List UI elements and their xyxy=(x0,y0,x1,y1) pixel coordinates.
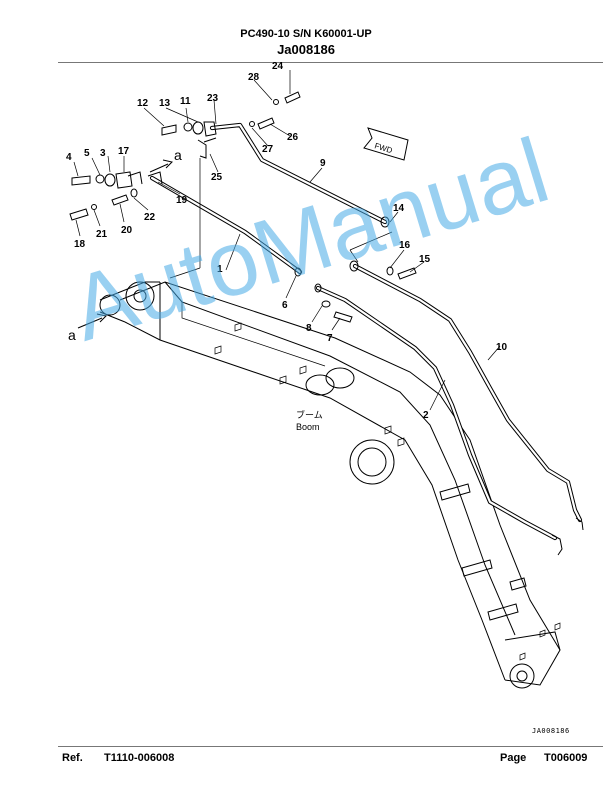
boom-label-en: Boom xyxy=(296,422,320,432)
callout-17: 17 xyxy=(118,146,130,157)
header-title: PC490-10 S/N K60001-UP xyxy=(240,28,372,40)
pipe-9 xyxy=(209,122,388,225)
footer-ref-value: T1110-006008 xyxy=(104,752,175,764)
callout-21: 21 xyxy=(96,229,108,240)
header-code: Ja008186 xyxy=(277,42,335,57)
footer-page-value: T006009 xyxy=(544,752,588,764)
pipe-1 xyxy=(149,175,303,275)
drawing-code: JA008186 xyxy=(532,727,570,735)
fwd-label: FWD xyxy=(373,141,393,155)
callout-24: 24 xyxy=(272,61,284,72)
boom-label-jp: ブーム xyxy=(296,409,323,421)
callout-28: 28 xyxy=(248,72,260,83)
callout-23: 23 xyxy=(207,93,219,104)
view-arrow-label-side: a xyxy=(68,327,76,343)
callout-8: 8 xyxy=(306,323,312,334)
callout-16: 16 xyxy=(399,240,411,251)
hardware xyxy=(69,91,417,329)
callout-11: 11 xyxy=(180,96,191,107)
callout-6: 6 xyxy=(282,300,288,311)
callout-5: 5 xyxy=(84,148,90,159)
view-arrow-label-top: a xyxy=(174,147,182,163)
callout-18: 18 xyxy=(74,239,86,250)
leader-lines xyxy=(73,70,501,411)
callout-14: 14 xyxy=(393,203,405,214)
callout-26: 26 xyxy=(287,132,299,143)
callout-numbers: 1 2 3 4 5 6 7 8 9 10 11 12 13 14 15 16 1… xyxy=(66,61,508,432)
callout-22: 22 xyxy=(144,212,156,223)
callout-4: 4 xyxy=(66,152,72,163)
footer-ref-label: Ref. xyxy=(62,752,83,764)
footer-page-label: Page xyxy=(500,752,527,764)
boom-outline xyxy=(99,281,561,689)
pipe-2 xyxy=(315,285,563,556)
callout-27: 27 xyxy=(262,144,274,155)
header-rule xyxy=(58,62,603,63)
pipe-10 xyxy=(352,263,584,531)
callout-12: 12 xyxy=(137,98,149,109)
callout-7: 7 xyxy=(327,333,333,344)
callout-10: 10 xyxy=(496,342,508,353)
callout-25: 25 xyxy=(211,172,223,183)
callout-1: 1 xyxy=(217,264,223,275)
footer-rule xyxy=(58,746,603,747)
callout-20: 20 xyxy=(121,225,133,236)
callout-3: 3 xyxy=(100,148,106,159)
callout-2: 2 xyxy=(423,410,429,421)
callout-9: 9 xyxy=(320,158,326,169)
callout-15: 15 xyxy=(419,254,431,265)
callout-13: 13 xyxy=(159,98,171,109)
callout-19: 19 xyxy=(176,195,188,206)
